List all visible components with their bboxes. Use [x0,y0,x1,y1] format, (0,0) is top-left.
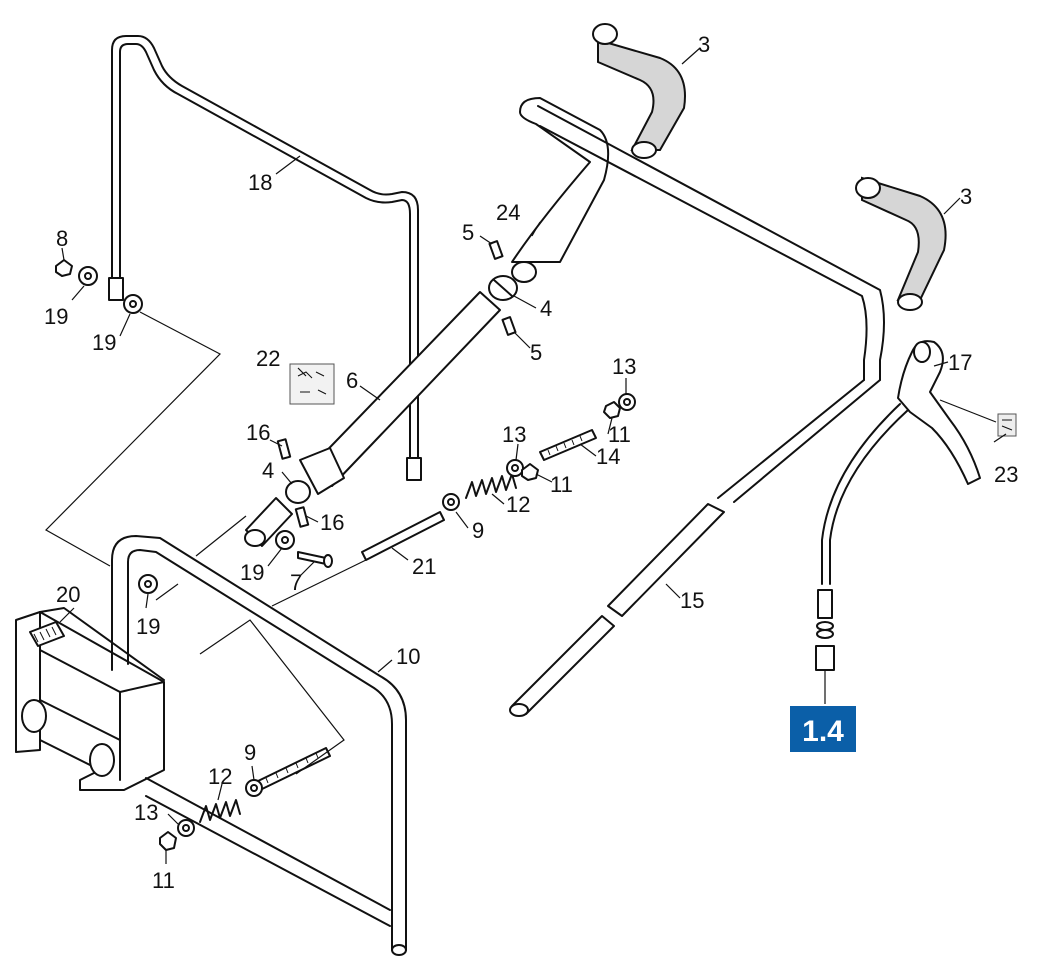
callout-6: 6 [346,368,358,393]
handle-grip-3b [855,176,947,311]
washer-9a [442,493,460,511]
lower-frame-10 [111,535,407,956]
reference-badge-box [790,706,856,752]
washer-19d [138,574,158,594]
washer-19c [275,530,295,550]
collar-4a [488,275,518,301]
reference-badge[interactable]: 1.4 [790,706,856,752]
lever-17 [897,340,981,485]
callout-5b: 5 [530,340,542,365]
callout-18: 18 [248,170,272,195]
callout-19c: 19 [240,560,264,585]
callout-8: 8 [56,226,68,251]
callout-13b: 13 [502,422,526,447]
roll-pin-5a [488,240,504,260]
callout-20: 20 [56,582,80,607]
roll-pin-5b [501,316,517,336]
callout-3b: 3 [960,184,972,209]
callout-24: 24 [496,200,520,225]
callout-12b: 12 [208,764,232,789]
callout-19d: 19 [136,614,160,639]
callout-21: 21 [412,554,436,579]
threaded-rod-lower [255,747,331,791]
callout-12a: 12 [506,492,530,517]
bail-wire-18 [108,35,422,481]
control-cable [815,403,909,704]
callout-labels: 3 3 24 5 4 5 8 19 19 18 22 6 16 4 16 19 … [44,32,1018,893]
decal-23 [997,413,1017,437]
callout-16a: 16 [246,420,270,445]
callout-10: 10 [396,644,420,669]
washer-13a [618,393,636,411]
roll-pin-16b [294,506,310,528]
shaft-6 [299,291,501,495]
handle-bar-24 [511,97,885,503]
callout-4b: 4 [262,458,274,483]
callout-7: 7 [290,570,302,595]
callout-17: 17 [948,350,972,375]
callout-13a: 13 [612,354,636,379]
callout-5a: 5 [462,220,474,245]
threaded-rod-14 [539,429,597,461]
handle-grip-3a [592,23,686,159]
washer-9b [245,779,263,797]
rod-21 [361,511,445,561]
collar-4b [285,480,311,504]
bracket-20 [15,607,165,791]
bolt-7 [297,551,333,568]
decal-22 [289,363,335,405]
tube-15 [509,503,725,717]
washer-19a [78,266,98,286]
nut-8 [55,259,73,277]
nut-11b [521,463,539,481]
washer-13c [177,819,195,837]
callout-leaders [59,47,1007,864]
nut-11a [603,401,621,419]
callout-9a: 9 [472,518,484,543]
roll-pin-16a [276,438,292,460]
washer-19b [123,294,143,314]
washer-13b [506,459,524,477]
reference-badge-label: 1.4 [802,715,844,748]
callout-16b: 16 [320,510,344,535]
callout-9b: 9 [244,740,256,765]
callout-19a: 19 [44,304,68,329]
nut-11c [159,831,177,851]
callout-15: 15 [680,588,704,613]
callout-11a: 11 [608,422,631,447]
callout-3a: 3 [698,32,710,57]
callout-19b: 19 [92,330,116,355]
spring-12a [465,473,517,499]
callout-14: 14 [596,444,620,469]
callout-22: 22 [256,346,280,371]
callout-13c: 13 [134,800,158,825]
callout-11c: 11 [152,868,175,893]
assembly-reference-lines [45,311,367,775]
bushing [244,497,293,547]
callout-11b: 11 [550,472,573,497]
callout-4a: 4 [540,296,552,321]
callout-23: 23 [994,462,1018,487]
